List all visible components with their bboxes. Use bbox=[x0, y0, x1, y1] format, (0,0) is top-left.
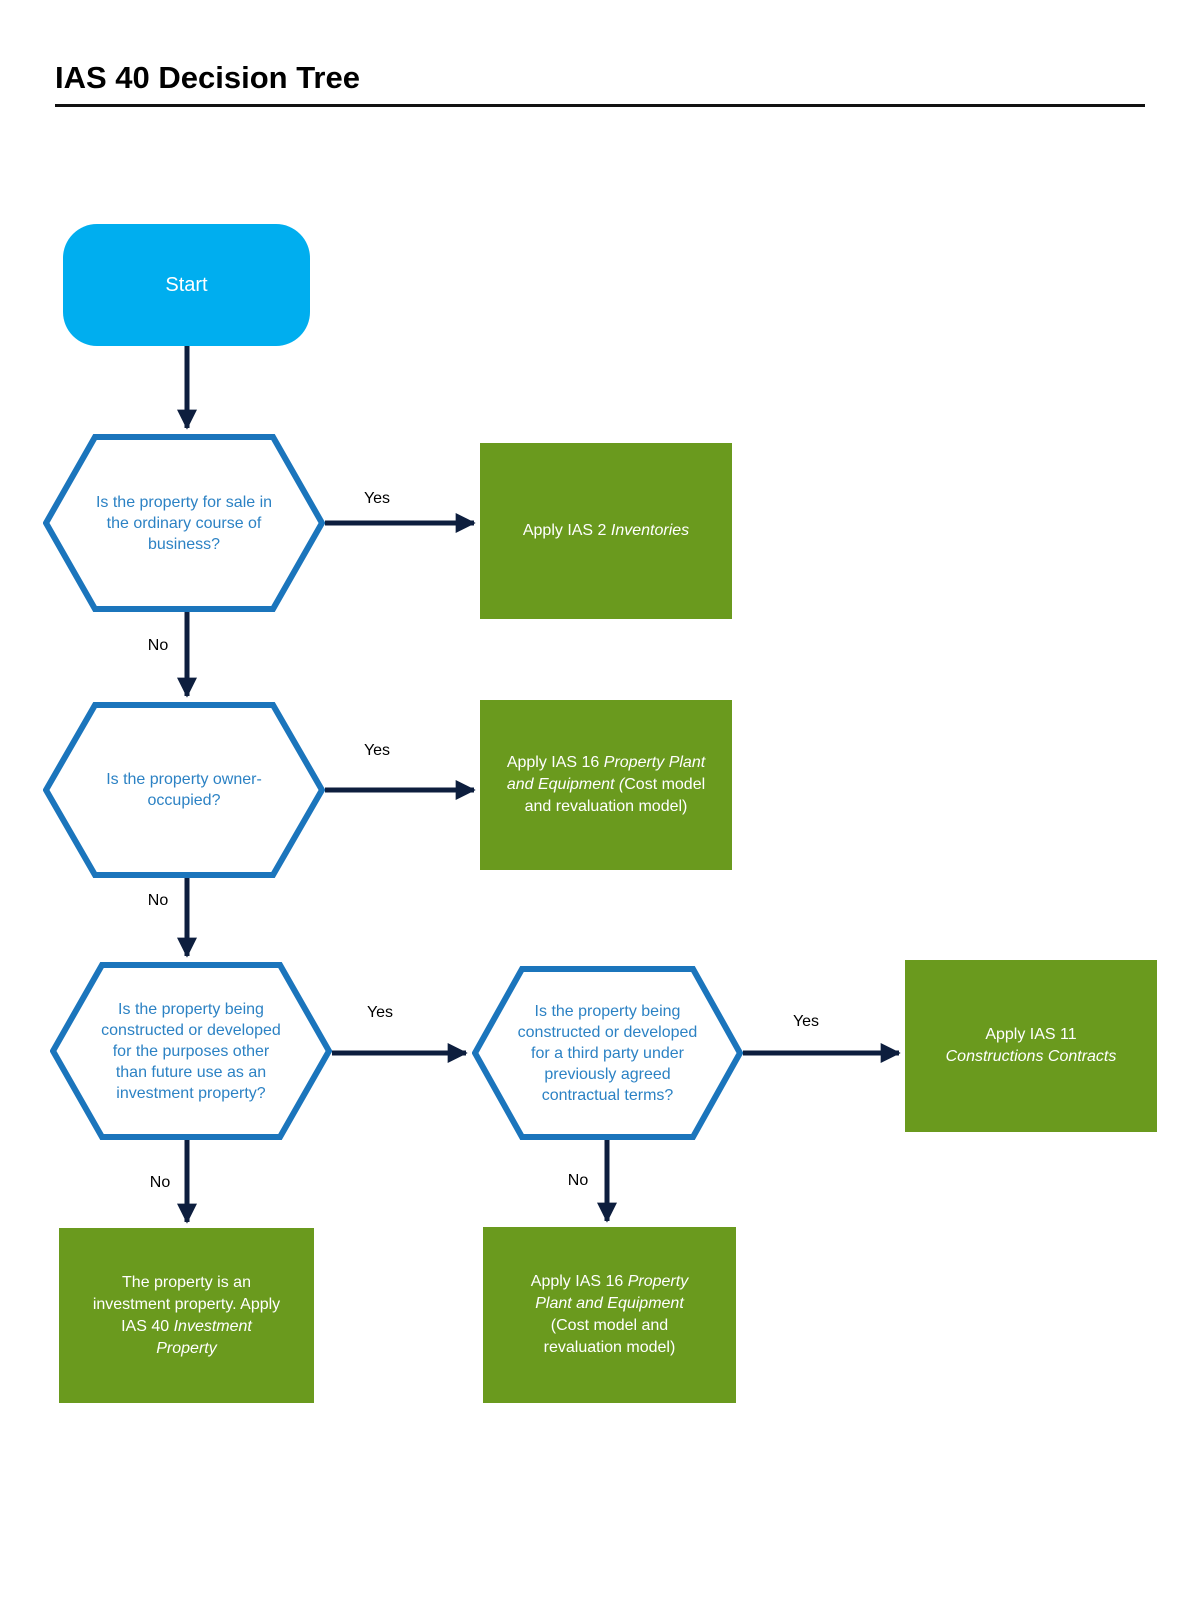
outcome-ias16-right-text: Apply IAS 16 Property Plant and Equipmen… bbox=[506, 754, 706, 815]
decision-for-sale: Is the property for sale in the ordinary… bbox=[43, 434, 325, 612]
page-title: IAS 40 Decision Tree bbox=[55, 60, 360, 95]
outcome-ias40: The property is an investment property. … bbox=[59, 1228, 314, 1403]
outcome-ias40-text: The property is an investment property. … bbox=[92, 1273, 281, 1357]
decision-third-party: Is the property being constructed or dev… bbox=[472, 966, 743, 1140]
decision-constructed-own-use-question: Is the property being constructed or dev… bbox=[101, 1000, 281, 1102]
decision-owner-occupied-question: Is the property owner- occupied? bbox=[106, 771, 262, 809]
outcome-ias2: Apply IAS 2 Inventories bbox=[480, 443, 732, 619]
edge-label-yes-d3: Yes bbox=[366, 1004, 394, 1021]
outcome-ias11: Apply IAS 11 Constructions Contracts bbox=[905, 960, 1157, 1132]
hexagon-shape bbox=[43, 702, 325, 878]
hexagon-shape bbox=[472, 966, 743, 1140]
outcome-ias16-bottom-text: Apply IAS 16 Property Plant and Equipmen… bbox=[530, 1273, 689, 1356]
decision-third-party-question: Is the property being constructed or dev… bbox=[517, 1002, 698, 1104]
decision-constructed-own-use: Is the property being constructed or dev… bbox=[50, 962, 332, 1140]
outcome-ias16-bottom: Apply IAS 16 Property Plant and Equipmen… bbox=[483, 1227, 736, 1403]
outcome-ias2-text: Apply IAS 2 Inventories bbox=[522, 522, 690, 539]
start-node-label: Start bbox=[165, 273, 208, 296]
edge-label-yes-d1: Yes bbox=[363, 490, 391, 507]
hexagon-shape bbox=[50, 962, 332, 1140]
edge-label-no-d3: No bbox=[149, 1174, 171, 1191]
decision-owner-occupied: Is the property owner- occupied? bbox=[43, 702, 325, 878]
edge-label-no-d2: No bbox=[147, 892, 169, 909]
edge-label-yes-d4: Yes bbox=[792, 1013, 820, 1030]
start-node: Start bbox=[63, 224, 310, 346]
outcome-ias16-right: Apply IAS 16 Property Plant and Equipmen… bbox=[480, 700, 732, 870]
edge-label-yes-d2: Yes bbox=[363, 742, 391, 759]
outcome-ias11-text: Apply IAS 11 Constructions Contracts bbox=[945, 1026, 1117, 1065]
hexagon-shape bbox=[43, 434, 325, 612]
decision-for-sale-question: Is the property for sale in the ordinary… bbox=[95, 493, 273, 553]
edge-label-no-d1: No bbox=[147, 637, 169, 654]
title-divider bbox=[55, 104, 1145, 107]
edge-label-no-d4: No bbox=[567, 1172, 589, 1189]
